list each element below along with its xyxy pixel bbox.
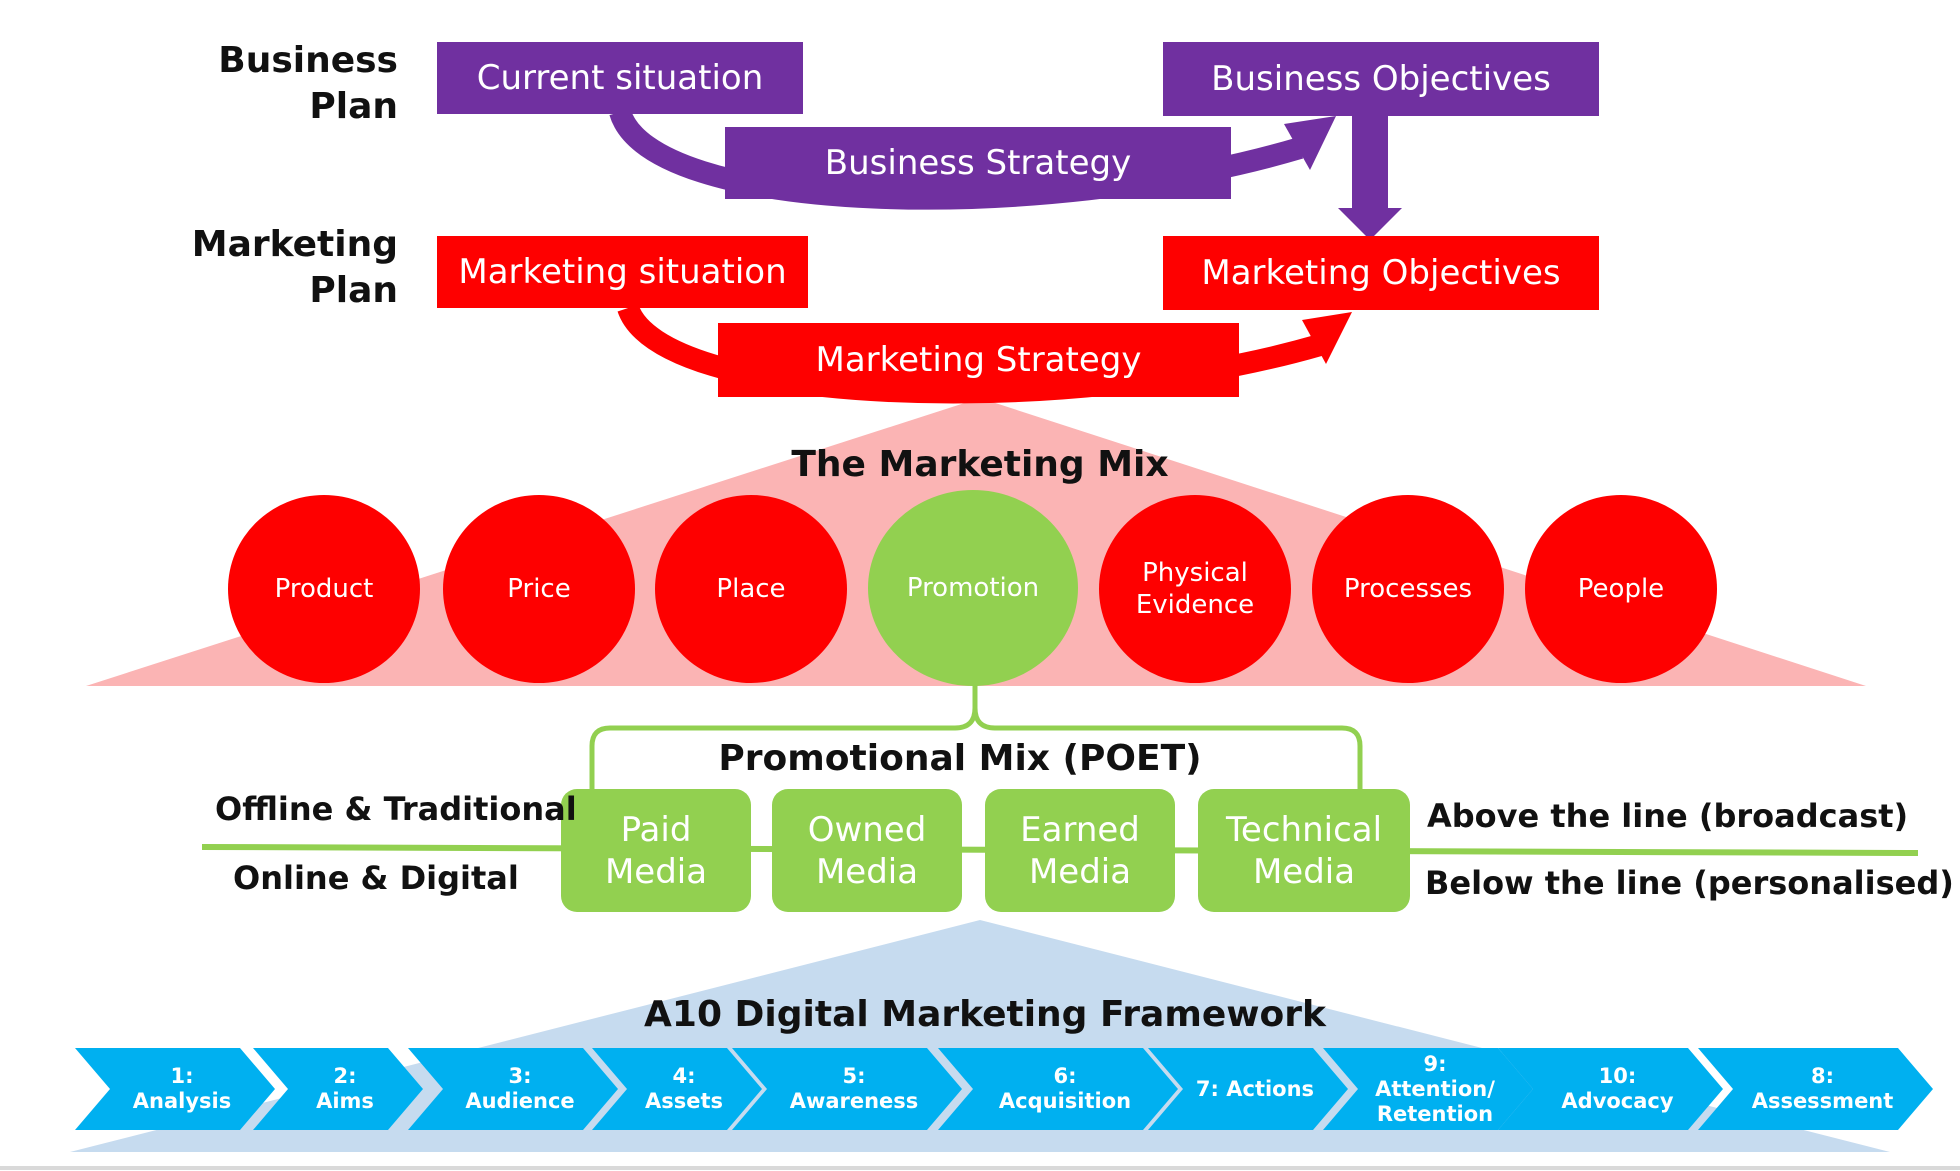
mix-people: People (1525, 495, 1717, 683)
offline-traditional-label: Offline & Traditional (215, 790, 577, 828)
promotional-mix-title: Promotional Mix (POET) (718, 738, 1202, 779)
step-label: 1: Analysis (132, 1064, 232, 1113)
paid-media-box: Paid Media (561, 789, 751, 912)
step-label: 4: Assets (644, 1064, 724, 1113)
step-audience: 3: Audience (408, 1048, 618, 1130)
technical-media-box: Technical Media (1198, 789, 1410, 912)
owned-media-box: Owned Media (772, 789, 962, 912)
marketing-strategy-box: Marketing Strategy (718, 323, 1239, 397)
step-label: 2: Aims (316, 1064, 374, 1113)
step-label: 5: Awareness (789, 1064, 919, 1113)
chevron-shape (1148, 1048, 1348, 1130)
business-down-arrow-head (1338, 208, 1402, 240)
step-label: 6: Acquisition (998, 1064, 1132, 1113)
step-aims: 2: Aims (253, 1048, 423, 1130)
below-the-line-label: Below the line (personalised) (1425, 864, 1954, 902)
business-objectives-box: Business Objectives (1163, 42, 1599, 116)
business-curve-arrowhead (1284, 116, 1336, 170)
step-advocacy: 10: Advocacy (1498, 1048, 1723, 1130)
marketing-plan-label: Marketing Plan (191, 224, 398, 311)
mix-product: Product (228, 495, 420, 683)
chevron-shape (732, 1048, 962, 1130)
step-label: 3: Audience (465, 1064, 575, 1113)
chevron-shape (1498, 1048, 1723, 1130)
business-plan-label: Business Plan (218, 40, 398, 127)
step-assessment: 8: Assessment (1698, 1048, 1933, 1130)
business-down-arrow-shaft (1352, 112, 1388, 210)
step-label: 9: Attention/ Retention (1375, 1051, 1495, 1126)
step-label: 7: Actions (1195, 1076, 1315, 1101)
step-acquisition: 6: Acquisition (938, 1048, 1178, 1130)
chevron-shape (253, 1048, 423, 1130)
above-the-line-label: Above the line (broadcast) (1427, 797, 1909, 835)
marketing-situation-box: Marketing situation (437, 236, 808, 308)
step-assets: 4: Assets (592, 1048, 762, 1130)
current-situation-box: Current situation (437, 42, 803, 114)
chevron-shape (1323, 1048, 1533, 1130)
marketing-objectives-box: Marketing Objectives (1163, 236, 1599, 310)
earned-media-box: Earned Media (985, 789, 1175, 912)
step-attention-retention: 9: Attention/ Retention (1323, 1048, 1533, 1130)
marketing-mix-title: The Marketing Mix (791, 444, 1169, 485)
online-digital-label: Online & Digital (233, 859, 519, 897)
mix-promotion: Promotion (868, 490, 1078, 686)
step-analysis: 1: Analysis (75, 1048, 275, 1130)
step-label: 8: Assessment (1751, 1064, 1894, 1113)
chevron-shape (592, 1048, 762, 1130)
step-label: 10: Advocacy (1561, 1064, 1674, 1113)
chevron-shape (408, 1048, 618, 1130)
step-actions: 7: Actions (1148, 1048, 1348, 1130)
mix-place: Place (655, 495, 847, 683)
marketing-curve-arrowhead (1302, 312, 1352, 364)
promotion-bracket (589, 676, 1363, 792)
business-strategy-box: Business Strategy (725, 127, 1231, 199)
mix-processes: Processes (1312, 495, 1504, 683)
chevron-shape (75, 1048, 275, 1130)
step-awareness: 5: Awareness (732, 1048, 962, 1130)
mix-physical-evidence: Physical Evidence (1099, 495, 1291, 683)
mix-price: Price (443, 495, 635, 683)
chevron-shape (1698, 1048, 1933, 1130)
chevron-shape (938, 1048, 1178, 1130)
framework-title: A10 Digital Marketing Framework (644, 994, 1326, 1035)
